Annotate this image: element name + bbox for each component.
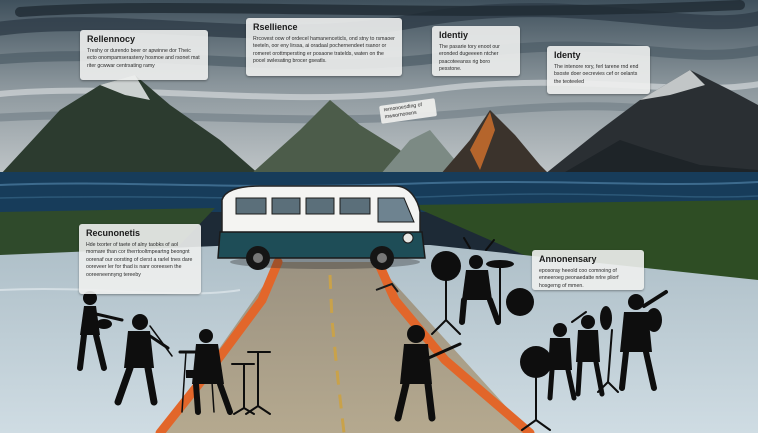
musician-keyboardist bbox=[178, 329, 271, 415]
info-card-anniversary: Annonensary eposoray heeold coo comnoing… bbox=[532, 250, 644, 290]
info-card-body: Rrcovest oow of ordecel hamanenceticls, … bbox=[253, 35, 395, 65]
info-card-resiliency: Rellennocy Treshy or durendo beer or apw… bbox=[80, 30, 208, 80]
mountain-center-left bbox=[250, 100, 420, 175]
road-edge-left bbox=[155, 257, 283, 433]
road bbox=[160, 262, 530, 433]
road-centerline bbox=[328, 274, 346, 433]
info-card-title: Rsellience bbox=[253, 22, 298, 32]
info-card-reconnects: Recunonetis Hde txorter of taete of alny… bbox=[79, 224, 201, 294]
road-debris bbox=[375, 282, 399, 293]
info-card-identity: Identiy The pasarie tory enoot our erond… bbox=[432, 26, 520, 76]
mountain-left bbox=[0, 75, 260, 175]
mountain-orange bbox=[440, 110, 550, 175]
info-card-title: Recunonetis bbox=[86, 228, 141, 238]
camper-van bbox=[217, 185, 426, 270]
musician-guitarist-left bbox=[77, 291, 124, 371]
info-card-body: The pasarie tory enoot our eronded dugee… bbox=[439, 43, 500, 73]
musician-guitarist-center bbox=[394, 325, 462, 422]
info-card-title: Identiy bbox=[439, 30, 469, 40]
info-card-body: Hde txorter of taete of alny taobks of a… bbox=[86, 241, 193, 279]
grass-right bbox=[410, 200, 758, 285]
mountain-right bbox=[540, 70, 758, 180]
musician-drummer bbox=[431, 237, 534, 335]
mountain-center bbox=[380, 130, 470, 175]
info-card-body: eposoray heeold coo comnoing of enneeroe… bbox=[539, 267, 619, 289]
info-card-resilience: Rsellience Rrcovest oow of ordecel haman… bbox=[246, 18, 402, 76]
info-card-body: Treshy or durendo beer or apwinne dor Th… bbox=[87, 47, 200, 69]
info-card-title: Annonensary bbox=[539, 254, 597, 264]
musician-group-right bbox=[520, 290, 668, 431]
musician-violinist bbox=[114, 314, 173, 406]
info-card-title: Rellennocy bbox=[87, 34, 136, 44]
info-card-title: Identy bbox=[554, 50, 581, 60]
info-card-identity-right: Identy The intenore rory, ferl tarene rn… bbox=[547, 46, 650, 94]
info-card-body: The intenore rory, ferl tarene rnd end b… bbox=[554, 63, 639, 85]
